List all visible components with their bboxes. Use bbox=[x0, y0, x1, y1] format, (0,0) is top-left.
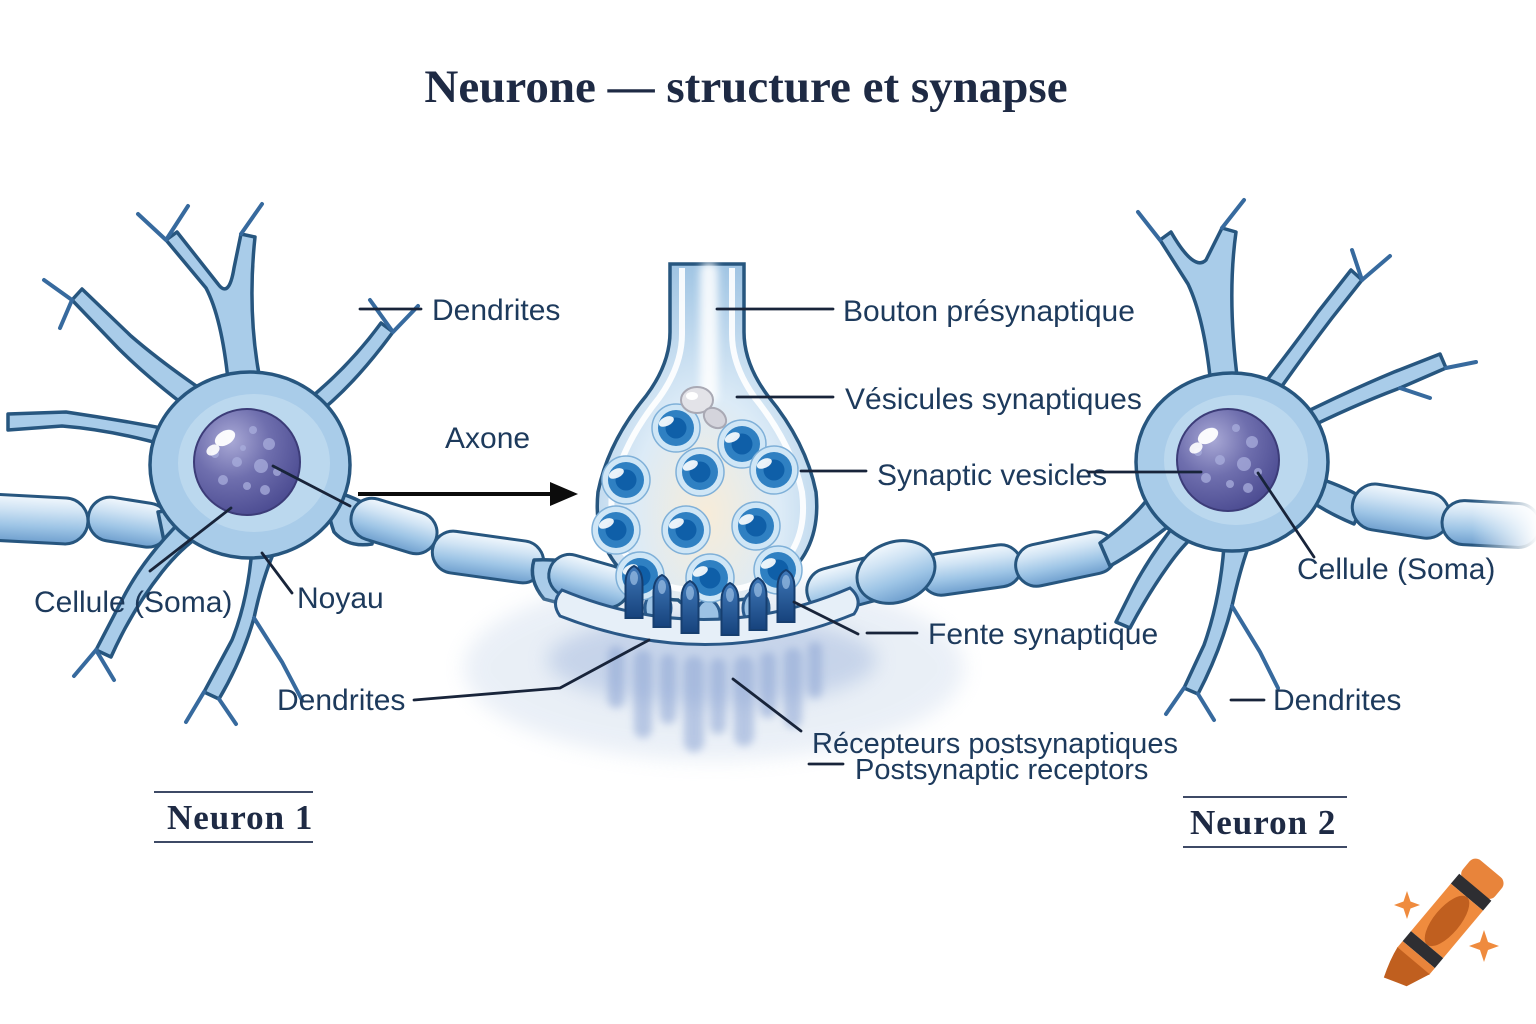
pointer-dendrites-bottom-left bbox=[412, 638, 651, 702]
left-nucleus bbox=[193, 408, 301, 516]
label-cellule-soma-left: Cellule (Soma) bbox=[34, 586, 232, 619]
label-neuron-2: Neuron 2 bbox=[1190, 803, 1336, 842]
fusing-vesicle bbox=[680, 386, 728, 430]
label-dendrites-bottom-left: Dendrites bbox=[277, 684, 405, 717]
signal-direction-arrow bbox=[358, 482, 578, 506]
label-postsynaptic-receptors: Postsynaptic receptors bbox=[855, 754, 1148, 786]
right-nucleus bbox=[1176, 408, 1280, 512]
label-dendrites-right: Dendrites bbox=[1273, 684, 1401, 717]
label-vesicules-synaptiques: Vésicules synaptiques bbox=[845, 383, 1142, 416]
crayon-icon bbox=[1383, 858, 1504, 987]
label-neuron-1: Neuron 1 bbox=[167, 798, 313, 837]
label-recepteurs-postsynaptiques: Récepteurs postsynaptiques bbox=[812, 728, 1178, 760]
pointer-cellule-soma-right bbox=[1256, 471, 1316, 559]
label-noyau: Noyau bbox=[297, 582, 384, 615]
neuron1-tag: Neuron 1 bbox=[154, 791, 313, 843]
synapse bbox=[464, 262, 964, 760]
pointer-cellule-soma-left bbox=[148, 506, 233, 573]
neuron2-tag: Neuron 2 bbox=[1183, 796, 1347, 848]
label-cellule-soma-right: Cellule (Soma) bbox=[1297, 553, 1495, 586]
right-neuron bbox=[918, 198, 1536, 722]
pointer-noyau bbox=[260, 551, 294, 595]
pointer-nucleus-diagonal bbox=[271, 464, 352, 508]
label-dendrites-left: Dendrites bbox=[432, 294, 560, 327]
pointer-fente-diagonal bbox=[792, 600, 860, 636]
sparkle-icon bbox=[1394, 891, 1499, 962]
label-axone: Axone bbox=[445, 422, 530, 455]
label-fente-synaptique: Fente synaptique bbox=[928, 618, 1158, 651]
pointer-recepteurs bbox=[731, 677, 803, 733]
label-bouton-presynaptique: Bouton présynaptique bbox=[843, 295, 1135, 328]
postsynaptic-receptor-strands bbox=[608, 642, 822, 752]
page-title: Neurone — structure et synapse bbox=[424, 61, 1067, 113]
label-synaptic-vesicles: Synaptic vesicles bbox=[877, 459, 1107, 492]
annotations: Neurone — structure et synapse Dendrites… bbox=[34, 61, 1495, 848]
